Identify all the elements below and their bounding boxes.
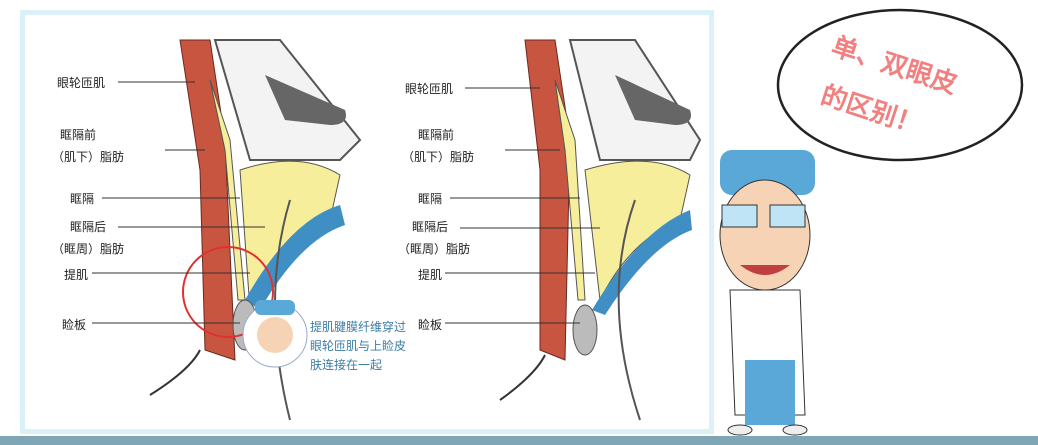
label-preseptal: 眶隔前 xyxy=(60,128,97,142)
annotation-note: 提肌腱膜纤维穿过 眼轮匝肌与上睑皮 肤连接在一起 xyxy=(310,318,430,375)
orbit-shadow xyxy=(265,75,346,125)
note-line: 肤连接在一起 xyxy=(310,358,383,372)
highlight-circle xyxy=(182,246,274,338)
eyelashes xyxy=(149,349,201,396)
label-septum: 眶隔 xyxy=(418,192,443,206)
bottom-bar xyxy=(0,436,1038,445)
note-line: 提肌腱膜纤维穿过 xyxy=(310,320,407,334)
pre-septal-fat xyxy=(209,79,246,301)
label-tarsus: 睑板 xyxy=(418,318,443,332)
levator-muscle xyxy=(245,205,345,310)
label-orbicularis: 眼轮匝肌 xyxy=(405,82,454,96)
label-submuscular-fat: （肌下）脂肪 xyxy=(52,150,125,164)
label-submuscular-fat: （肌下）脂肪 xyxy=(402,150,475,164)
speech-bubble xyxy=(776,8,1024,162)
label-postseptal: 眶隔后 xyxy=(412,220,449,234)
label-periorbital-fat: （眶周）脂肪 xyxy=(52,242,125,256)
label-postseptal: 眶隔后 xyxy=(70,220,107,234)
label-orbicularis: 眼轮匝肌 xyxy=(57,76,106,90)
label-septum: 眶隔 xyxy=(70,192,95,206)
left-eyelid-anatomy xyxy=(92,39,362,421)
note-line: 眼轮匝肌与上睑皮 xyxy=(310,339,407,353)
label-tarsus: 睑板 xyxy=(62,318,87,332)
label-levator: 提肌 xyxy=(418,268,443,282)
right-eyelid-anatomy xyxy=(445,39,702,421)
label-periorbital-fat: （眶周）脂肪 xyxy=(398,242,471,256)
label-preseptal: 眶隔前 xyxy=(418,128,455,142)
label-levator: 提肌 xyxy=(64,268,89,282)
doctor-character xyxy=(719,150,815,436)
